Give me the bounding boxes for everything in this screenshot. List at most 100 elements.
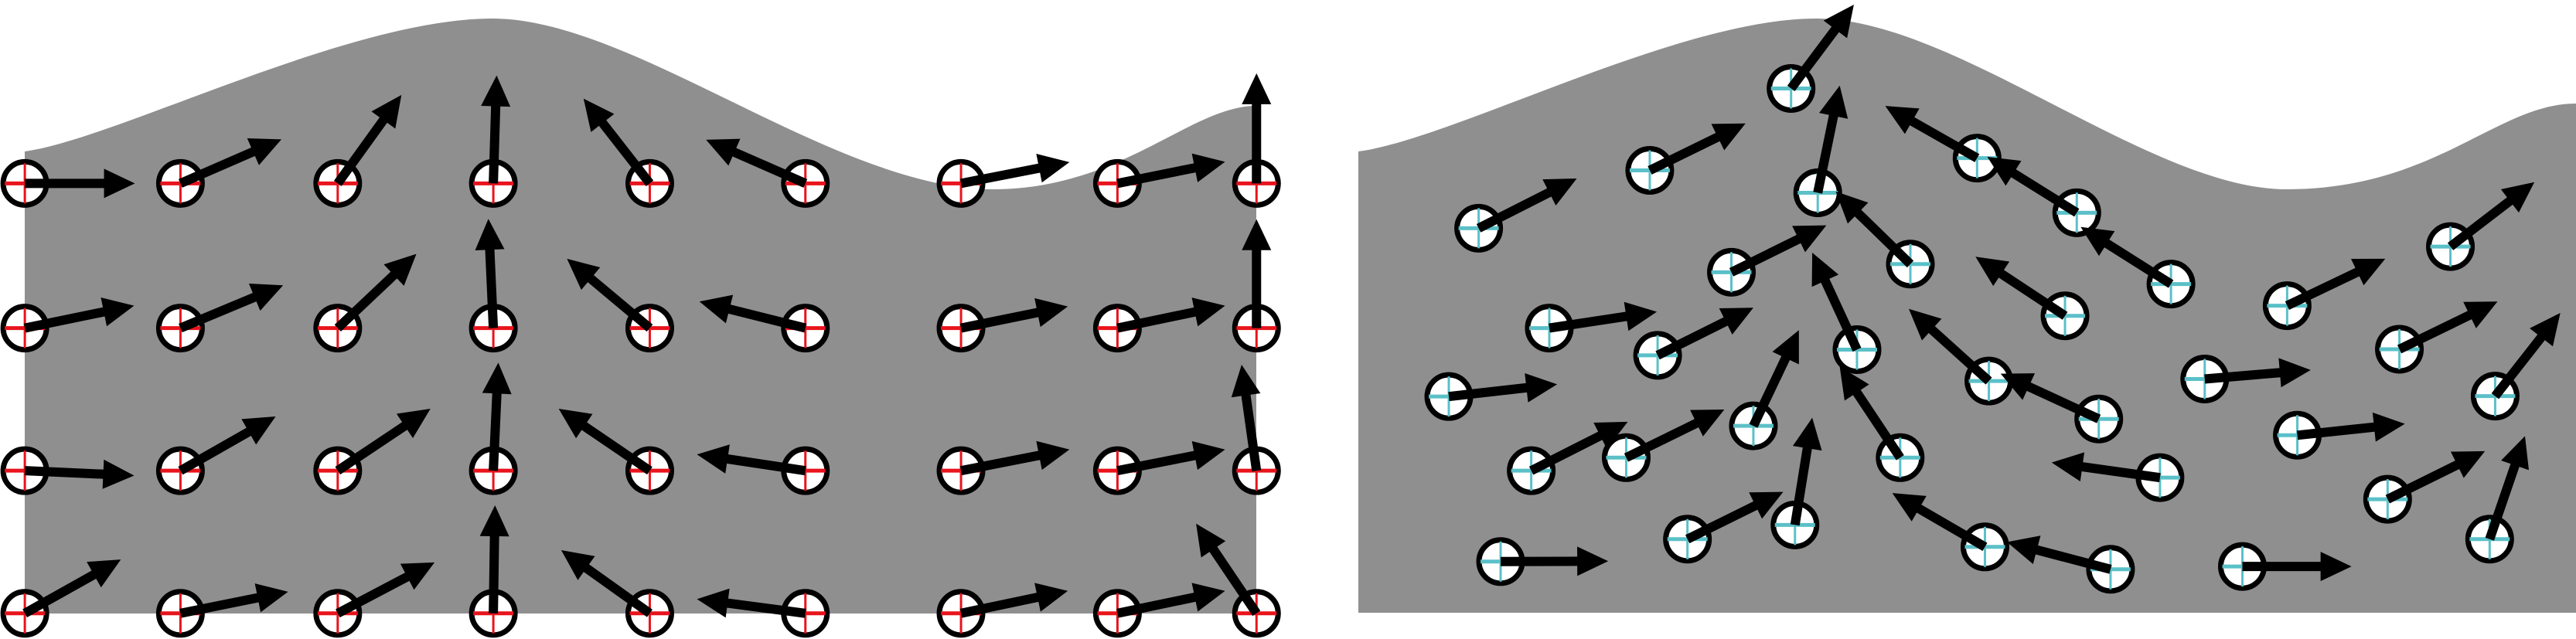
vector-arrow-head	[697, 444, 730, 474]
vector-arrow-shaft	[727, 304, 807, 333]
sample-point	[567, 258, 674, 353]
vector-arrow-shaft	[1241, 393, 1262, 472]
vector-arrow-head	[1525, 372, 1558, 403]
vector-arrow-shaft	[1549, 311, 1629, 333]
vector-arrow-shaft	[959, 450, 1042, 476]
vector-arrow-shaft	[179, 292, 258, 333]
sample-point	[1196, 523, 1281, 638]
left-panel-grid-samples	[0, 19, 1281, 638]
vector-arrow-shaft	[23, 307, 107, 333]
vector-arrow-head	[1542, 178, 1577, 206]
sample-point	[313, 253, 417, 353]
vector-arrow-head	[2051, 452, 2085, 481]
vector-arrow-head	[482, 362, 512, 395]
sample-point	[583, 98, 674, 208]
sample-point	[1908, 308, 2014, 406]
sample-point	[1424, 372, 1558, 421]
vector-arrow-shaft	[582, 563, 653, 617]
vector-arrow-head	[1835, 191, 1869, 224]
vector-arrow-head	[1690, 410, 1725, 437]
sample-point	[2426, 182, 2535, 271]
vector-arrow-head	[1975, 257, 2010, 287]
vector-arrow-head	[1839, 366, 1869, 401]
vector-arrow-head	[400, 562, 435, 590]
vector-arrow-shaft	[1476, 187, 1553, 233]
sample-point	[936, 153, 1070, 208]
vector-arrow-shaft	[1647, 132, 1722, 175]
vector-arrow-head	[1191, 297, 1225, 327]
vector-arrow-head	[479, 505, 509, 537]
vector-arrow-head	[699, 294, 734, 324]
sample-point	[1507, 421, 1628, 495]
right-panel-scattered-samples	[1358, 5, 2576, 613]
sample-point	[2375, 301, 2498, 374]
sample-point	[1092, 440, 1225, 495]
vector-arrow-shaft	[1820, 277, 1862, 352]
sample-point	[2465, 436, 2530, 564]
vector-arrow-head	[561, 550, 595, 580]
vector-arrow-head	[1772, 330, 1799, 365]
vector-arrow-shaft	[2296, 422, 2377, 440]
vector-arrow-head	[1885, 106, 1920, 134]
vector-arrow-head	[2350, 258, 2386, 286]
sample-point	[0, 559, 121, 638]
sample-point	[2051, 452, 2185, 502]
vector-arrow-head	[1196, 523, 1226, 558]
sample-point	[2217, 542, 2352, 591]
vector-arrow-head	[583, 98, 615, 132]
sample-point	[2470, 313, 2561, 421]
vector-arrow-head	[567, 258, 601, 291]
vector-arrow-head	[383, 253, 417, 286]
vector-arrow-head	[1191, 583, 1225, 612]
sample-point	[155, 416, 276, 495]
vector-arrow-shaft	[179, 147, 257, 188]
sample-point	[1454, 178, 1577, 253]
vector-arrow-shaft	[959, 163, 1042, 189]
vector-arrow-shaft	[1685, 501, 1760, 544]
vector-arrow-shaft	[489, 104, 501, 184]
vector-arrow-shaft	[1749, 354, 1791, 428]
sample-point	[1811, 253, 1882, 375]
vector-arrow-shaft	[22, 569, 98, 618]
sample-point	[1987, 157, 2101, 237]
vector-arrow-head	[2278, 358, 2311, 388]
vector-arrow-shaft	[1853, 209, 1914, 268]
vector-arrow-head	[1811, 253, 1839, 287]
sample-point	[1601, 410, 1725, 482]
sample-point	[697, 444, 830, 495]
vector-arrow-head	[102, 459, 135, 489]
vector-arrow-head	[248, 284, 284, 311]
sample-point	[2262, 258, 2386, 331]
sample-point	[1476, 537, 1609, 586]
sample-point	[1092, 153, 1225, 208]
sample-point	[1625, 123, 1746, 195]
vector-arrow-shaft	[489, 392, 502, 471]
vector-arrow-shaft	[335, 421, 409, 475]
vector-arrow-shaft	[1790, 446, 1812, 526]
vector-arrow-shaft	[725, 454, 806, 476]
vector-arrow-shaft	[2025, 382, 2101, 423]
sample-point	[469, 75, 518, 208]
sample-point	[706, 138, 830, 208]
vector-arrow-shaft	[1655, 316, 1729, 360]
vector-arrow-head	[241, 416, 276, 445]
sample-point	[1793, 85, 1849, 217]
vector-arrow-shaft	[178, 427, 253, 475]
vector-arrow-head	[697, 588, 730, 618]
vector-arrow-shaft	[2397, 310, 2473, 354]
sample-point	[1975, 257, 2090, 341]
vector-arrow-head	[2463, 301, 2498, 328]
sample-point	[2080, 226, 2196, 309]
sample-point	[2273, 410, 2405, 460]
vector-arrow-head	[2006, 535, 2041, 565]
vector-arrow-shaft	[489, 534, 499, 614]
vector-arrow-head	[475, 219, 505, 251]
sample-point	[313, 94, 402, 208]
vector-arrow-head	[1191, 153, 1225, 182]
sample-point	[1092, 583, 1225, 638]
vector-arrow-head	[1792, 225, 1827, 253]
sample-point	[1633, 308, 1753, 380]
sample-point	[1767, 5, 1854, 113]
vector-arrow-shaft	[2080, 461, 2161, 483]
sample-point	[1839, 366, 1925, 482]
